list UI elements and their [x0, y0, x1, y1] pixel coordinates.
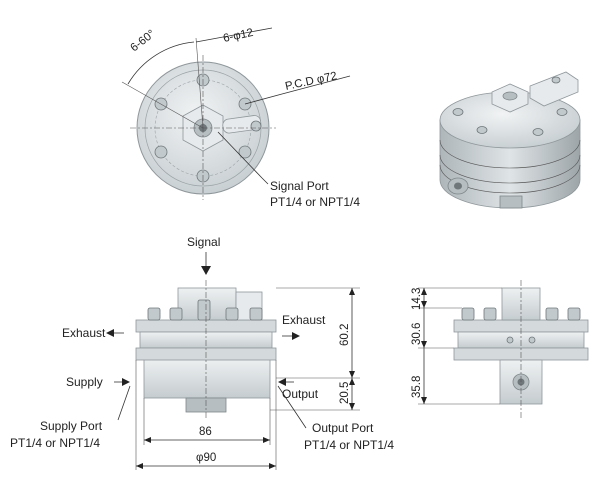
- side-bottom-dimension: 35.8: [411, 376, 423, 398]
- iso-lug: [529, 71, 579, 107]
- bolt-icon: [483, 307, 497, 321]
- bolt-hole-icon: [154, 145, 168, 159]
- bolt-icon: [556, 108, 568, 116]
- signal-label: Signal: [187, 235, 220, 249]
- side-view: [418, 280, 589, 420]
- side-top-dimension: 14.3: [411, 288, 423, 310]
- bolt-icon: [249, 307, 263, 321]
- bolt-icon: [461, 307, 475, 321]
- supply-port-spec: PT1/4 or NPT1/4: [10, 436, 100, 450]
- iso-bottom-port: [499, 195, 523, 209]
- bolt-icon: [225, 307, 239, 321]
- top-view: [121, 27, 351, 200]
- output-port-spec: PT1/4 or NPT1/4: [304, 438, 394, 452]
- inner-width-dimension: 86: [199, 426, 212, 438]
- bolt-icon: [545, 307, 559, 321]
- outer-width-dimension: φ90: [196, 452, 216, 464]
- exhaust-left-label: Exhaust: [62, 326, 106, 340]
- output-label: Output: [282, 387, 319, 401]
- supply-port-title: Supply Port: [40, 419, 103, 433]
- signal-port-title: Signal Port: [270, 179, 329, 193]
- exhaust-arrow-icon: [106, 329, 114, 337]
- pcd-dimension: P.C.D φ72: [284, 70, 338, 93]
- bolt-icon: [532, 128, 544, 136]
- isometric-view: [439, 71, 581, 209]
- bolt-icon: [169, 307, 183, 321]
- signal-arrow-icon: [201, 266, 211, 275]
- front-bolts: [147, 299, 263, 321]
- port-lug: [222, 115, 262, 134]
- bolt-icon: [197, 299, 211, 321]
- exhaust-arrow-icon: [292, 332, 300, 340]
- supply-arrow-icon: [122, 378, 130, 386]
- hole-dimension: 6-φ12: [222, 27, 254, 45]
- exhaust-right-label: Exhaust: [282, 313, 326, 327]
- bolt-icon: [452, 108, 464, 116]
- angle-dimension: 6-60°: [128, 28, 157, 54]
- front-lower-body: [143, 357, 271, 399]
- bolt-hole-icon: [238, 145, 252, 159]
- side-bolts: [461, 307, 581, 321]
- front-view: [106, 252, 360, 470]
- height-dimension: 60.2: [339, 324, 351, 346]
- output-port-title: Output Port: [312, 421, 374, 435]
- top-bolt-holes: [154, 73, 252, 183]
- supply-label: Supply: [66, 375, 103, 389]
- signal-port-spec: PT1/4 or NPT1/4: [270, 195, 360, 209]
- bolt-icon: [147, 307, 161, 321]
- output-arrow-icon: [278, 378, 286, 386]
- bolt-icon: [476, 126, 488, 134]
- lower-height-dimension: 20.5: [339, 382, 351, 404]
- bolt-icon: [567, 307, 581, 321]
- side-middle-dimension: 30.6: [411, 323, 423, 345]
